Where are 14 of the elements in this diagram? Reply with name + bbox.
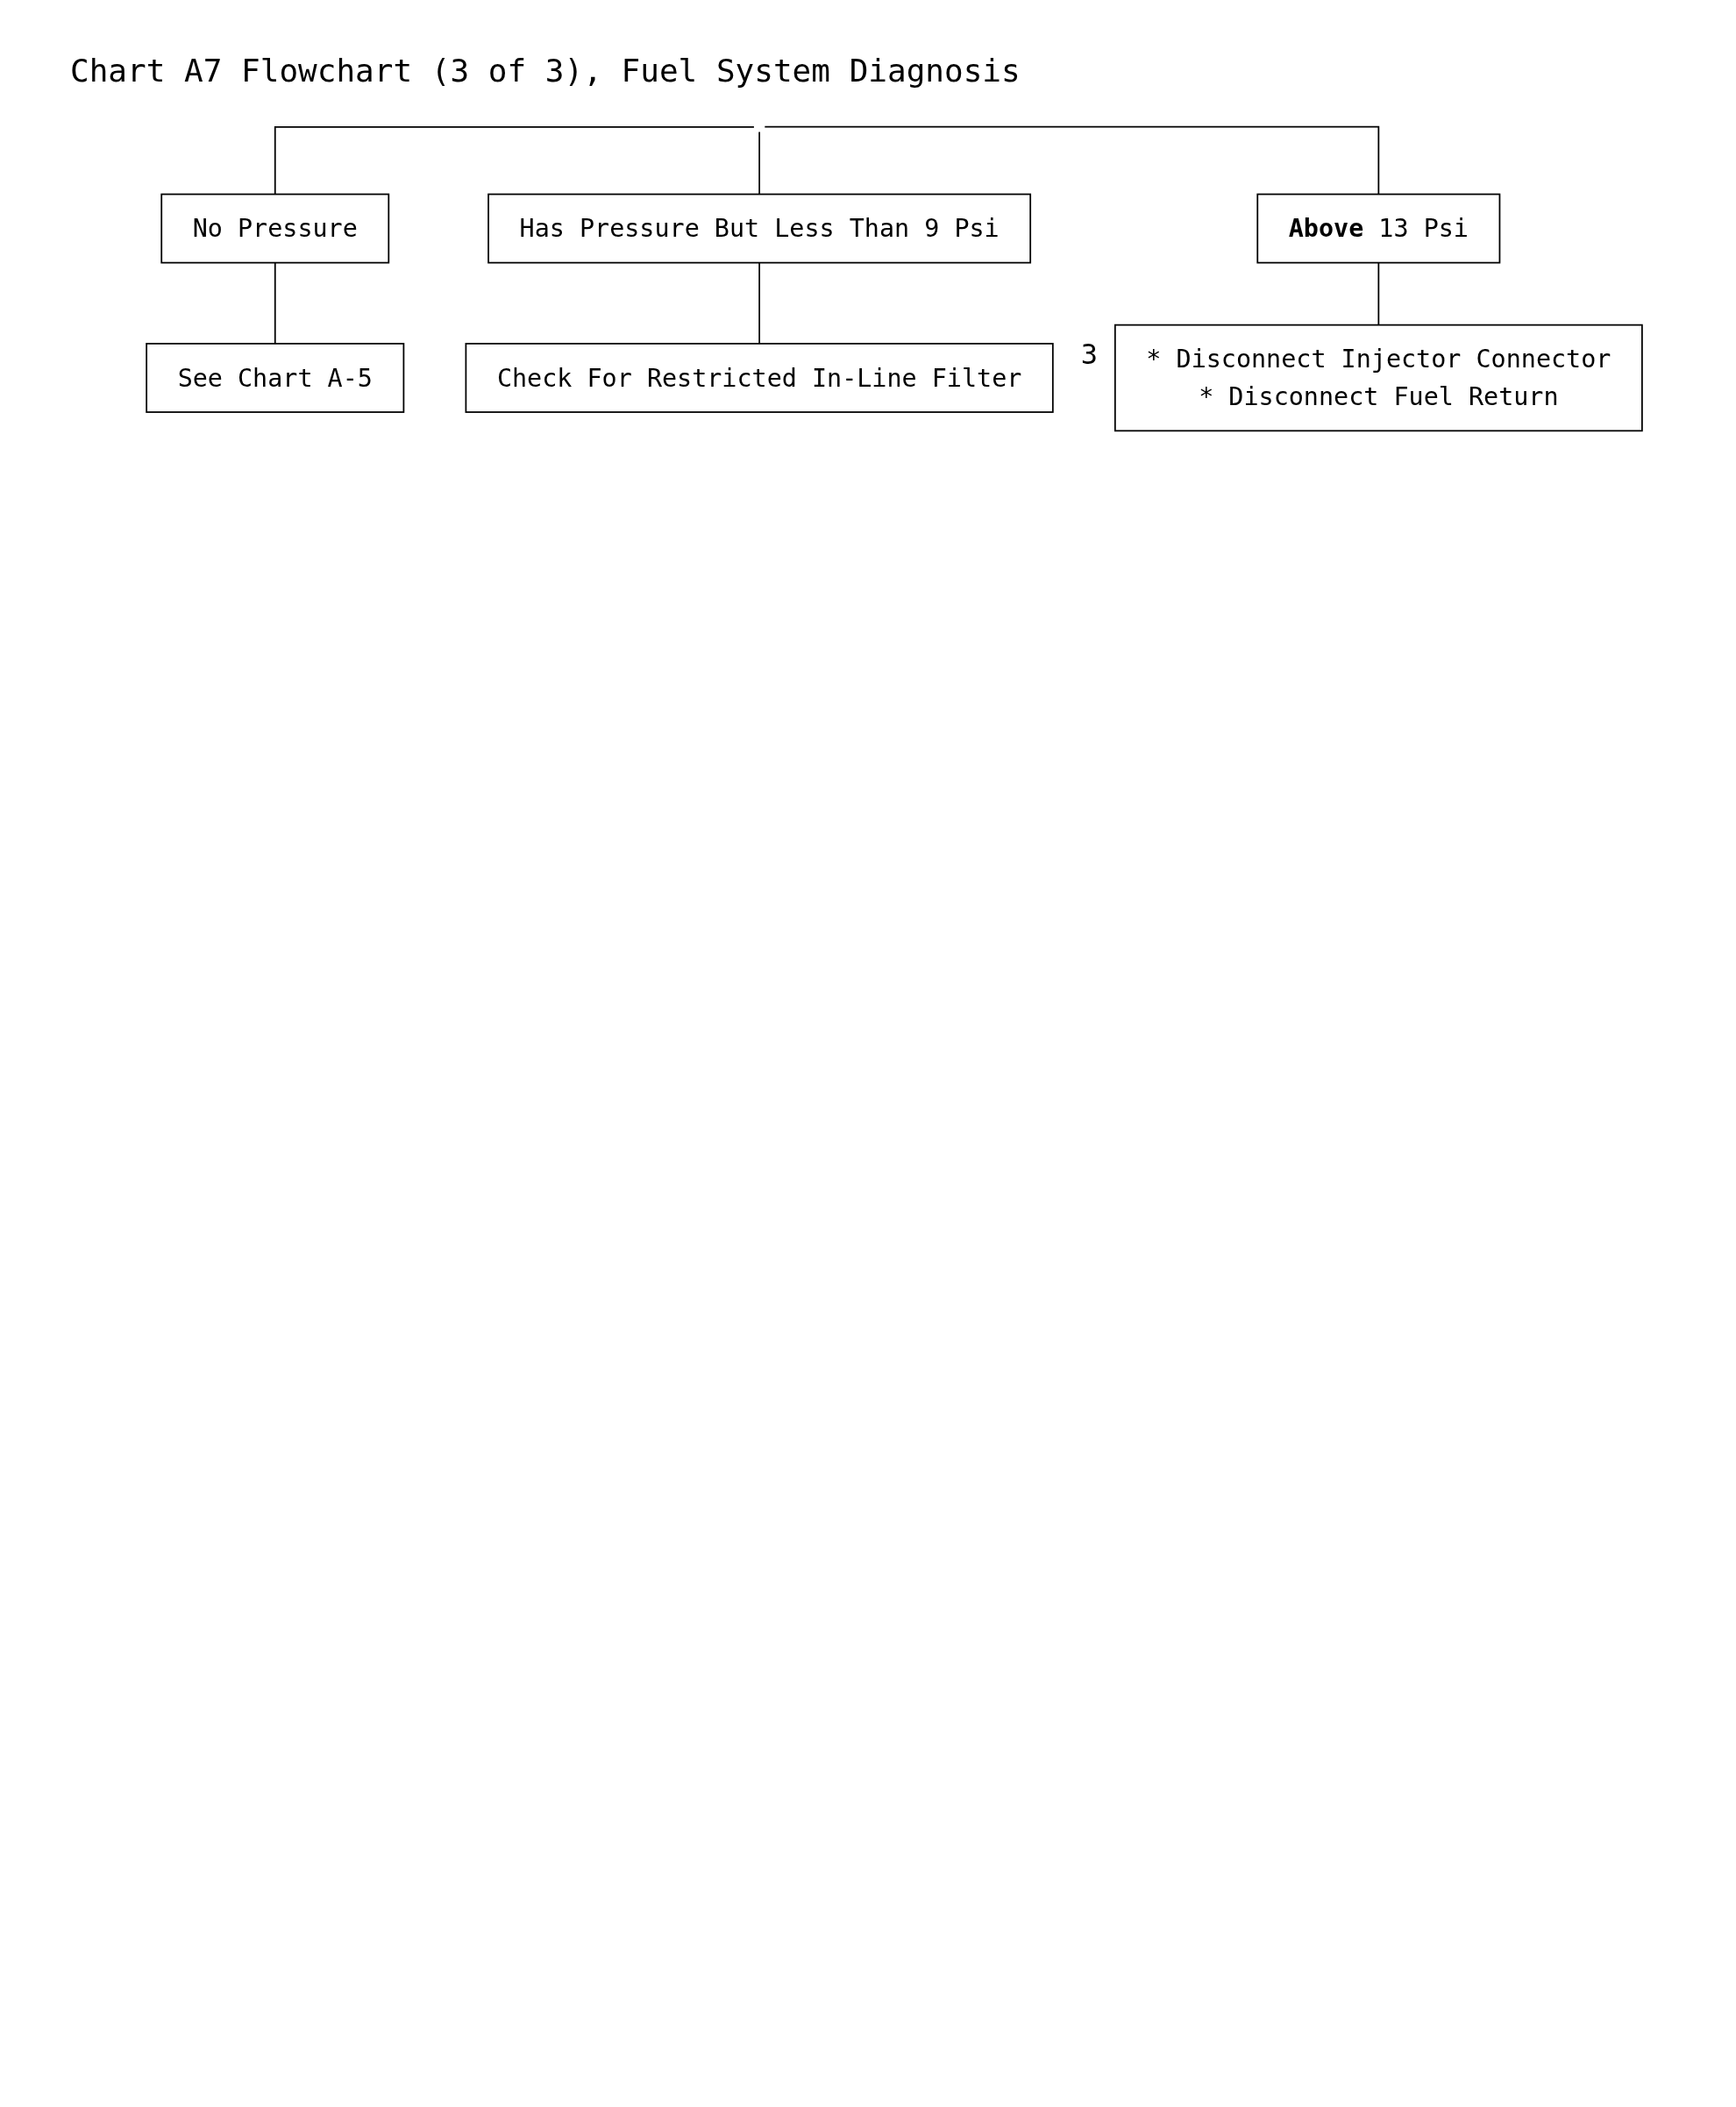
diagram-title: Chart A7 Flowchart (3 of 3), Fuel System Diagnosis bbox=[70, 53, 1021, 89]
connector-line bbox=[274, 261, 276, 345]
connector-line bbox=[758, 131, 760, 196]
node-box: Above 13 Psi bbox=[1256, 193, 1501, 264]
node-box: No Pressure bbox=[160, 193, 390, 264]
connector-line bbox=[274, 125, 755, 196]
node-box: Has Pressure But Less Than 9 Psi bbox=[487, 193, 1032, 264]
node-box: Check For Restricted In-Line Filter bbox=[465, 343, 1054, 413]
connector-line bbox=[764, 125, 1380, 196]
connector-line bbox=[1377, 261, 1380, 326]
node-box: See Chart A-5 bbox=[146, 343, 405, 413]
node-box: * Disconnect Injector Connector * Disconnect Fuel Return bbox=[1113, 324, 1643, 432]
step-number: 3 bbox=[1080, 337, 1099, 371]
connector-line bbox=[758, 261, 760, 345]
